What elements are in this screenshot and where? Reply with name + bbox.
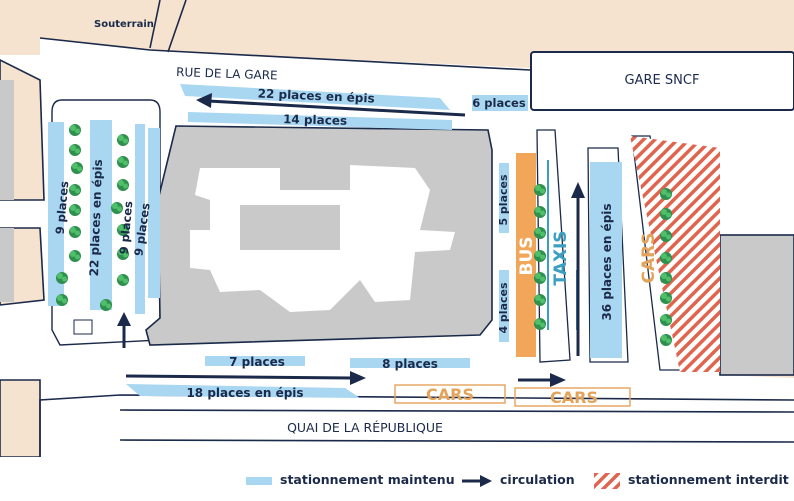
parking-strips — [48, 84, 622, 398]
legend-circulation-label: circulation — [500, 472, 575, 487]
bus-lane — [516, 153, 536, 357]
label-p6: 6 places — [472, 96, 526, 110]
label-cars-bottom-2: CARS — [550, 388, 598, 407]
parking-9-left — [48, 122, 64, 306]
label-p14: 14 places — [283, 112, 347, 128]
forbidden-zone — [630, 136, 720, 372]
parking-4 — [499, 270, 509, 342]
parking-6 — [472, 95, 528, 111]
parking-22-top — [180, 84, 450, 110]
label-quai: QUAI DE LA RÉPUBLIQUE — [287, 420, 443, 435]
label-p7: 7 places — [229, 355, 285, 369]
label-p8: 8 places — [382, 357, 438, 371]
parking-9-right — [148, 128, 160, 298]
cars-zone-2 — [514, 387, 631, 407]
courtyard-block — [240, 205, 340, 250]
label-bus: BUS — [517, 236, 537, 275]
island-box — [73, 319, 93, 335]
parking-7 — [205, 356, 305, 366]
label-taxis: TAXIS — [551, 230, 571, 285]
right-building — [719, 234, 794, 376]
label-souterrain: Souterrain — [94, 19, 154, 30]
parking-14 — [188, 112, 452, 130]
circulation-arrow-icon — [462, 474, 492, 487]
legend-forbidden: stationnement interdit — [594, 472, 789, 489]
label-gare-sncf: GARE SNCF — [625, 73, 700, 88]
bottom-left-block — [0, 379, 41, 458]
left-building-bottom-gray — [0, 228, 14, 302]
left-building-top-gray — [0, 80, 14, 200]
label-p9-mid: 9 places — [117, 200, 136, 255]
parking-18 — [126, 384, 360, 398]
label-p5: 5 places — [497, 174, 510, 226]
legend-maintained-swatch — [246, 476, 272, 485]
label-rue-de-la-gare: RUE DE LA GARE — [176, 65, 278, 83]
legend-maintained-label: stationnement maintenu — [280, 472, 455, 487]
circulation-arrows — [117, 93, 585, 387]
legend: stationnement maintenu circulation stati… — [0, 457, 794, 501]
label-cars-bottom-1: CARS — [426, 385, 474, 404]
lower-road-edge — [39, 394, 794, 457]
parking-36 — [590, 162, 622, 358]
label-p4: 4 places — [497, 282, 510, 334]
label-p18: 18 places en épis — [186, 386, 303, 400]
label-cars-right: CARS — [639, 233, 659, 284]
label-p22-top: 22 places en épis — [257, 86, 375, 105]
parking-8 — [350, 358, 470, 368]
label-p36: 36 places en épis — [600, 203, 614, 320]
legend-forbidden-label: stationnement interdit — [628, 472, 789, 487]
label-p9-left: 9 places — [53, 180, 72, 235]
parking-22-left — [90, 120, 112, 310]
hatch-icon — [594, 472, 620, 489]
parking-9-mid — [135, 124, 145, 314]
souterrain-tunnel — [149, 0, 187, 53]
legend-maintained: stationnement maintenu — [246, 472, 455, 487]
legend-circulation: circulation — [462, 472, 575, 487]
parking-5 — [499, 163, 509, 233]
label-p22-left: 22 places en épis — [87, 159, 105, 277]
gare-building — [530, 51, 794, 111]
cars-zone-1 — [394, 384, 506, 404]
